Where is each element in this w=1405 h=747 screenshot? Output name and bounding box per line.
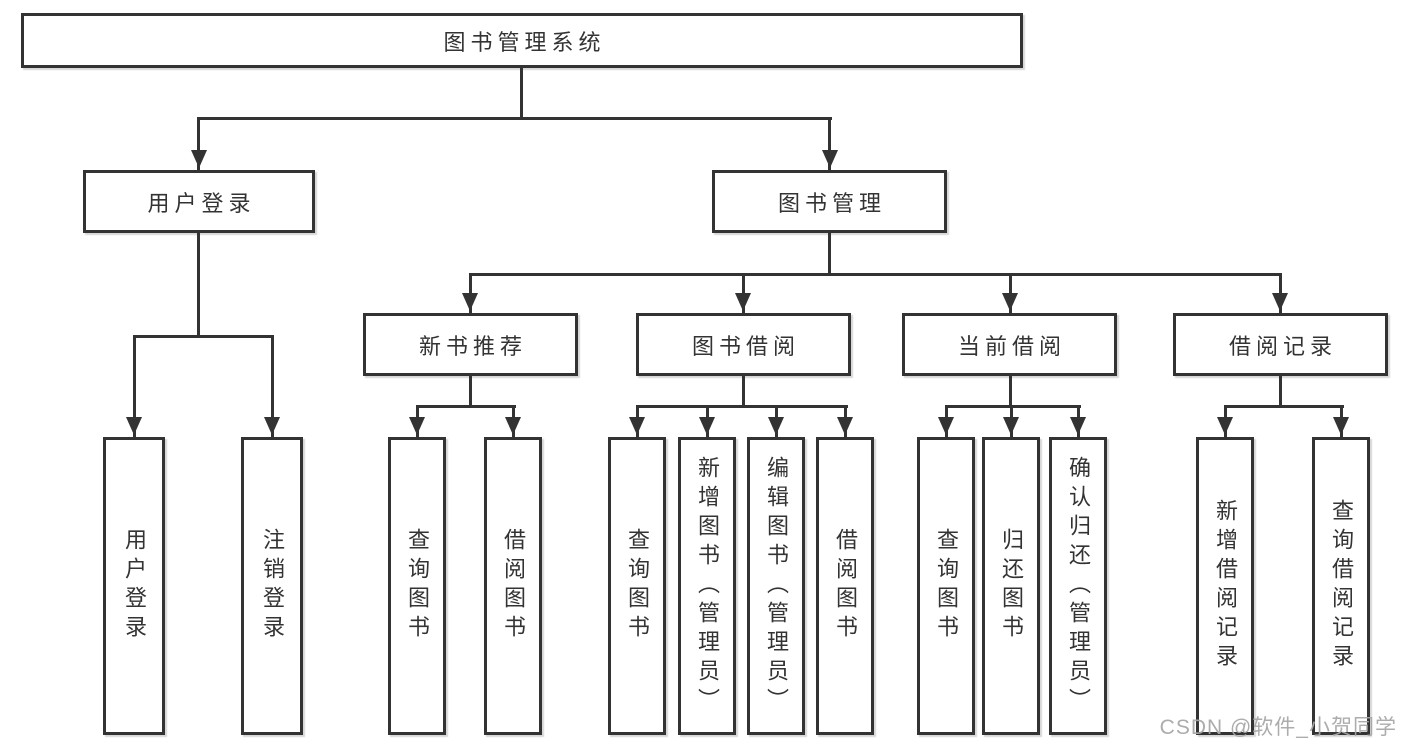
connector-root-stem xyxy=(520,68,523,120)
connector-new-book-hline xyxy=(416,405,516,408)
arrowhead-down-icon xyxy=(699,417,715,435)
connector-book-borrow-stem xyxy=(742,376,745,408)
connector-book-management-stem xyxy=(828,233,831,276)
node-system-root: 图书管理系统 xyxy=(21,13,1023,68)
arrowhead-down-icon xyxy=(462,293,478,311)
node-query-books-recommend: 查询图书 xyxy=(388,437,446,735)
node-add-borrow-record: 新增借阅记录 xyxy=(1196,437,1254,735)
connector-drop-logout xyxy=(271,335,274,437)
node-book-borrow: 图书借阅 xyxy=(636,313,851,376)
arrowhead-down-icon xyxy=(1070,417,1086,435)
arrowhead-down-icon xyxy=(505,417,521,435)
arrowhead-down-icon xyxy=(1217,417,1233,435)
node-edit-book-admin-label: 编辑图书（管理员） xyxy=(764,455,789,717)
node-user-login-group: 用户登录 xyxy=(83,170,315,233)
connector-borrow-records-stem xyxy=(1279,376,1282,408)
connector-current-borrow-stem xyxy=(1009,376,1012,408)
connector-drop-login xyxy=(133,335,136,437)
node-borrow-records: 借阅记录 xyxy=(1173,313,1388,376)
connector-current-borrow-hline xyxy=(945,405,1081,408)
node-user-login-group-label: 用户登录 xyxy=(147,190,256,216)
arrowhead-down-icon xyxy=(629,417,645,435)
node-current-borrow-label: 当前借阅 xyxy=(957,333,1066,359)
node-query-books-borrow: 查询图书 xyxy=(608,437,666,735)
node-edit-book-admin: 编辑图书（管理员） xyxy=(747,437,805,735)
node-query-borrow-record-label: 查询借阅记录 xyxy=(1329,499,1354,673)
node-borrow-books-label: 借阅图书 xyxy=(833,528,858,644)
node-borrow-books: 借阅图书 xyxy=(816,437,874,735)
node-add-book-admin-label: 新增图书（管理员） xyxy=(695,455,720,717)
node-query-books-borrow-label: 查询图书 xyxy=(625,528,650,644)
connector-user-login-stem xyxy=(197,233,200,337)
arrowhead-down-icon xyxy=(1272,293,1288,311)
node-book-management-label: 图书管理 xyxy=(777,190,886,216)
connector-drop-book-management xyxy=(828,117,831,170)
node-new-book-recommend-label: 新书推荐 xyxy=(418,333,527,359)
node-query-books-recommend-label: 查询图书 xyxy=(405,528,430,644)
arrowhead-down-icon xyxy=(837,417,853,435)
arrowhead-down-icon xyxy=(409,417,425,435)
arrowhead-down-icon xyxy=(938,417,954,435)
node-borrow-records-label: 借阅记录 xyxy=(1228,333,1337,359)
node-add-book-admin: 新增图书（管理员） xyxy=(678,437,736,735)
arrowhead-down-icon xyxy=(191,150,207,168)
connector-drop-user-login-group xyxy=(197,117,200,170)
arrowhead-down-icon xyxy=(264,417,280,435)
arrowhead-down-icon xyxy=(1002,293,1018,311)
node-user-login-label: 用户登录 xyxy=(122,528,147,644)
node-add-borrow-record-label: 新增借阅记录 xyxy=(1213,499,1238,673)
node-logout-label: 注销登录 xyxy=(260,528,285,644)
arrowhead-down-icon xyxy=(735,293,751,311)
node-system-root-label: 图书管理系统 xyxy=(443,29,606,55)
node-borrow-books-recommend: 借阅图书 xyxy=(484,437,542,735)
connector-user-login-hline xyxy=(133,335,274,338)
node-return-book-label: 归还图书 xyxy=(999,528,1024,644)
node-book-borrow-label: 图书借阅 xyxy=(691,333,800,359)
node-book-management: 图书管理 xyxy=(712,170,947,233)
node-new-book-recommend: 新书推荐 xyxy=(363,313,578,376)
arrowhead-down-icon xyxy=(126,417,142,435)
node-return-book: 归还图书 xyxy=(982,437,1040,735)
node-borrow-books-recommend-label: 借阅图书 xyxy=(501,528,526,644)
arrowhead-down-icon xyxy=(1333,417,1349,435)
node-confirm-return-admin: 确认归还（管理员） xyxy=(1049,437,1107,735)
connector-new-book-stem xyxy=(469,376,472,408)
arrowhead-down-icon xyxy=(1003,417,1019,435)
connector-level1-hline xyxy=(197,117,832,120)
csdn-watermark: CSDN @软件_小贺同学 xyxy=(1159,716,1397,739)
connector-book-borrow-hline xyxy=(636,405,848,408)
arrowhead-down-icon xyxy=(822,150,838,168)
connector-borrow-records-hline xyxy=(1224,405,1344,408)
node-current-borrow: 当前借阅 xyxy=(902,313,1117,376)
node-query-books-current: 查询图书 xyxy=(917,437,975,735)
node-confirm-return-admin-label: 确认归还（管理员） xyxy=(1066,455,1091,717)
node-user-login: 用户登录 xyxy=(103,437,165,735)
node-logout: 注销登录 xyxy=(241,437,303,735)
connector-level3-hline xyxy=(469,273,1282,276)
node-query-books-current-label: 查询图书 xyxy=(934,528,959,644)
arrowhead-down-icon xyxy=(768,417,784,435)
node-query-borrow-record: 查询借阅记录 xyxy=(1312,437,1370,735)
